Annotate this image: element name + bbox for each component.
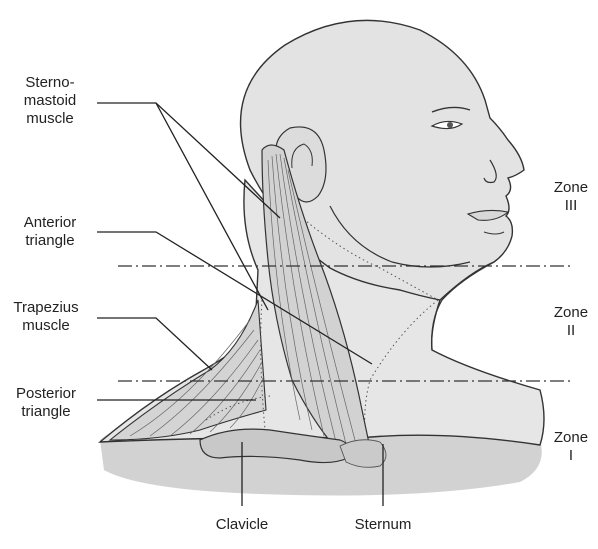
label-posterior-triangle: Posterior triangle — [4, 385, 88, 421]
trapezius-fibers — [129, 319, 265, 437]
zone-numeral: II — [566, 322, 576, 339]
zone-numeral: I — [568, 447, 574, 464]
leader-sternomastoid-2 — [155, 102, 269, 311]
zone-word: Zone — [553, 179, 589, 196]
label-line: Anterior — [23, 214, 77, 231]
zone-word: Zone — [553, 304, 589, 321]
head-outline — [239, 19, 525, 301]
label-anterior-triangle: Anterior triangle — [10, 214, 90, 250]
sternomastoid-fibers — [267, 153, 357, 445]
label-line: Trapezius — [13, 299, 79, 316]
label-line: triangle — [25, 232, 75, 249]
label-clavicle: Clavicle — [202, 516, 282, 534]
chin-line — [483, 231, 505, 235]
posterior-triangle-outline — [205, 299, 271, 441]
label-sternomastoid-muscle: Sterno- mastoid muscle — [12, 74, 88, 128]
label-sternum: Sternum — [343, 516, 423, 534]
leader-trapezius — [97, 317, 213, 371]
zone-numeral: III — [564, 197, 578, 214]
label-line: muscle — [26, 110, 74, 127]
neck-front — [431, 261, 495, 351]
trapezius-muscle — [108, 299, 267, 441]
label-line: Posterior — [15, 385, 77, 402]
label-zone-ii: Zone II — [545, 304, 597, 340]
label-line: muscle — [22, 317, 70, 334]
sternum-notch — [339, 439, 387, 468]
nose — [483, 159, 497, 184]
label-line: Sternum — [354, 516, 412, 533]
leader-anterior-triangle — [97, 231, 373, 365]
leader-lines — [97, 102, 384, 506]
label-trapezius-muscle: Trapezius muscle — [4, 299, 88, 335]
label-zone-i: Zone I — [545, 429, 597, 465]
label-zone-iii: Zone III — [545, 179, 597, 215]
eyebrow — [431, 106, 471, 113]
zone-word: Zone — [553, 429, 589, 446]
label-line: mastoid — [23, 92, 77, 109]
jawline — [329, 205, 471, 268]
label-line: Sterno- — [25, 74, 75, 91]
ear-inner — [291, 143, 313, 169]
label-line: Clavicle — [215, 516, 269, 533]
label-line: triangle — [21, 403, 71, 420]
eye-pupil — [447, 122, 453, 128]
lips — [466, 209, 510, 221]
